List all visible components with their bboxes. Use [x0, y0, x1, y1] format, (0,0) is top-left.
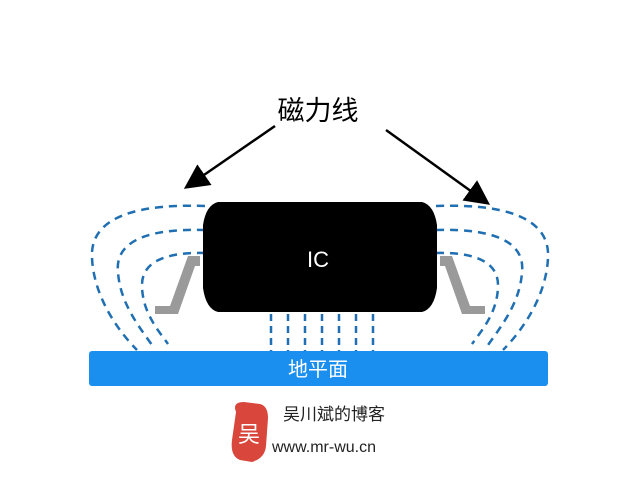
right-field-line-outer	[435, 204, 550, 351]
right-field-line-inner	[435, 251, 500, 345]
ic-label: IC	[307, 247, 329, 272]
arrow-left	[183, 124, 276, 189]
field-lines-label: 磁力线	[278, 96, 359, 127]
left-field-lines	[90, 204, 206, 351]
blog-watermark: 吴 吴川斌的博客 www.mr-wu.cn	[231, 402, 385, 462]
ic-right-lead	[440, 256, 485, 314]
under-ic-field-lines	[269, 314, 375, 352]
ground-plane-label: 地平面	[288, 357, 348, 381]
ic-body	[203, 202, 437, 312]
blog-title: 吴川斌的博客	[283, 405, 385, 425]
ground-plane	[89, 351, 548, 386]
left-field-line-middle	[116, 228, 206, 349]
left-field-line-outer	[90, 204, 206, 351]
right-field-line-middle	[435, 228, 524, 349]
blog-logo-seal	[231, 402, 268, 462]
arrow-right	[385, 128, 491, 205]
blog-logo-char: 吴	[238, 423, 260, 448]
ic-left-lead	[155, 256, 200, 314]
left-field-line-inner	[140, 251, 206, 345]
right-field-lines	[435, 204, 550, 351]
blog-url: www.mr-wu.cn	[271, 439, 376, 456]
